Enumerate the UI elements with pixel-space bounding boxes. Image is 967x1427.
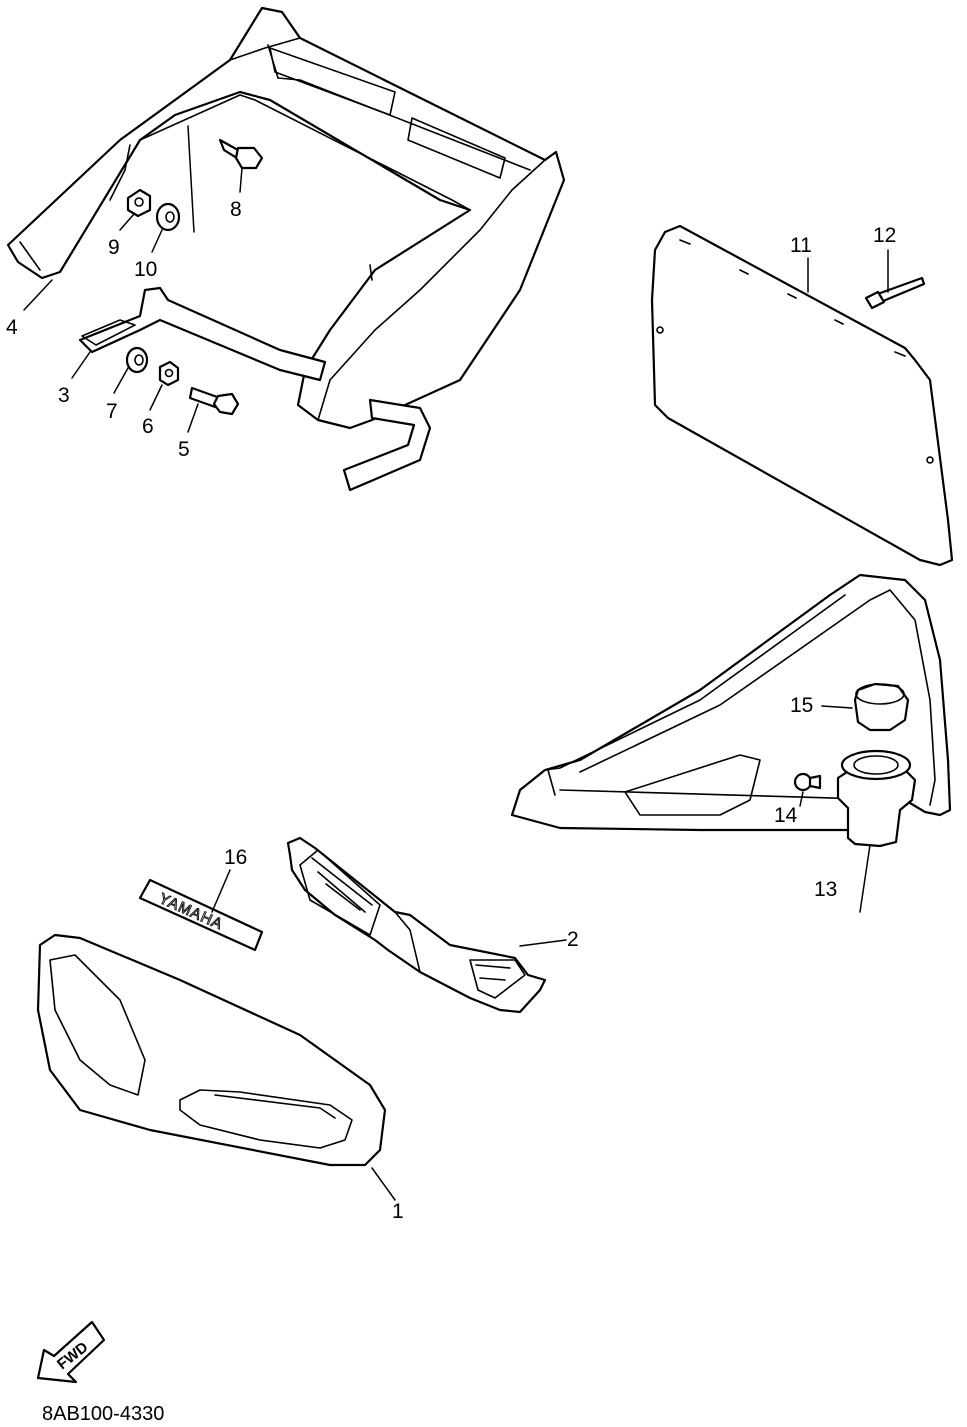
frame-bracket-part-4 <box>6 6 566 430</box>
callout-7: 7 <box>106 400 118 423</box>
callout-9: 9 <box>108 236 120 259</box>
callout-15: 15 <box>790 694 813 717</box>
bulb-part-14 <box>793 772 822 792</box>
callout-11: 11 <box>790 234 812 257</box>
callout-1: 1 <box>392 1200 404 1223</box>
callout-12: 12 <box>873 224 896 247</box>
emblem-part-16: YAMAHA <box>138 878 264 952</box>
callout-3: 3 <box>58 384 70 407</box>
duct-part-2 <box>286 836 547 1014</box>
stay-rod-part-3 <box>78 286 432 492</box>
callout-labels: 1 2 3 4 5 6 7 8 9 10 11 12 13 14 15 16 <box>6 198 896 1223</box>
bolt-part-8 <box>218 138 264 170</box>
nut-part-6 <box>158 360 180 387</box>
callout-16: 16 <box>224 846 247 869</box>
callout-5: 5 <box>178 438 190 461</box>
callout-10: 10 <box>134 258 157 281</box>
washer-part-10 <box>155 202 181 232</box>
panel-part-11 <box>650 224 954 567</box>
nut-part-9 <box>126 188 152 218</box>
callout-6: 6 <box>142 415 154 438</box>
screw-part-12 <box>864 276 926 310</box>
bolt-part-5 <box>188 386 240 416</box>
callout-13: 13 <box>814 878 837 901</box>
fwd-direction-arrow: FWD <box>36 1320 106 1384</box>
cover-part-1 <box>36 933 387 1167</box>
callout-4: 4 <box>6 316 18 339</box>
callout-2: 2 <box>567 928 579 951</box>
socket-part-13 <box>836 749 917 848</box>
lens-part-15 <box>853 682 910 732</box>
leader-lines <box>23 125 889 1201</box>
callout-14: 14 <box>774 804 798 827</box>
callout-8: 8 <box>230 198 242 221</box>
diagram-code: 8AB100-4330 <box>42 1403 164 1425</box>
washer-part-7 <box>125 346 149 374</box>
